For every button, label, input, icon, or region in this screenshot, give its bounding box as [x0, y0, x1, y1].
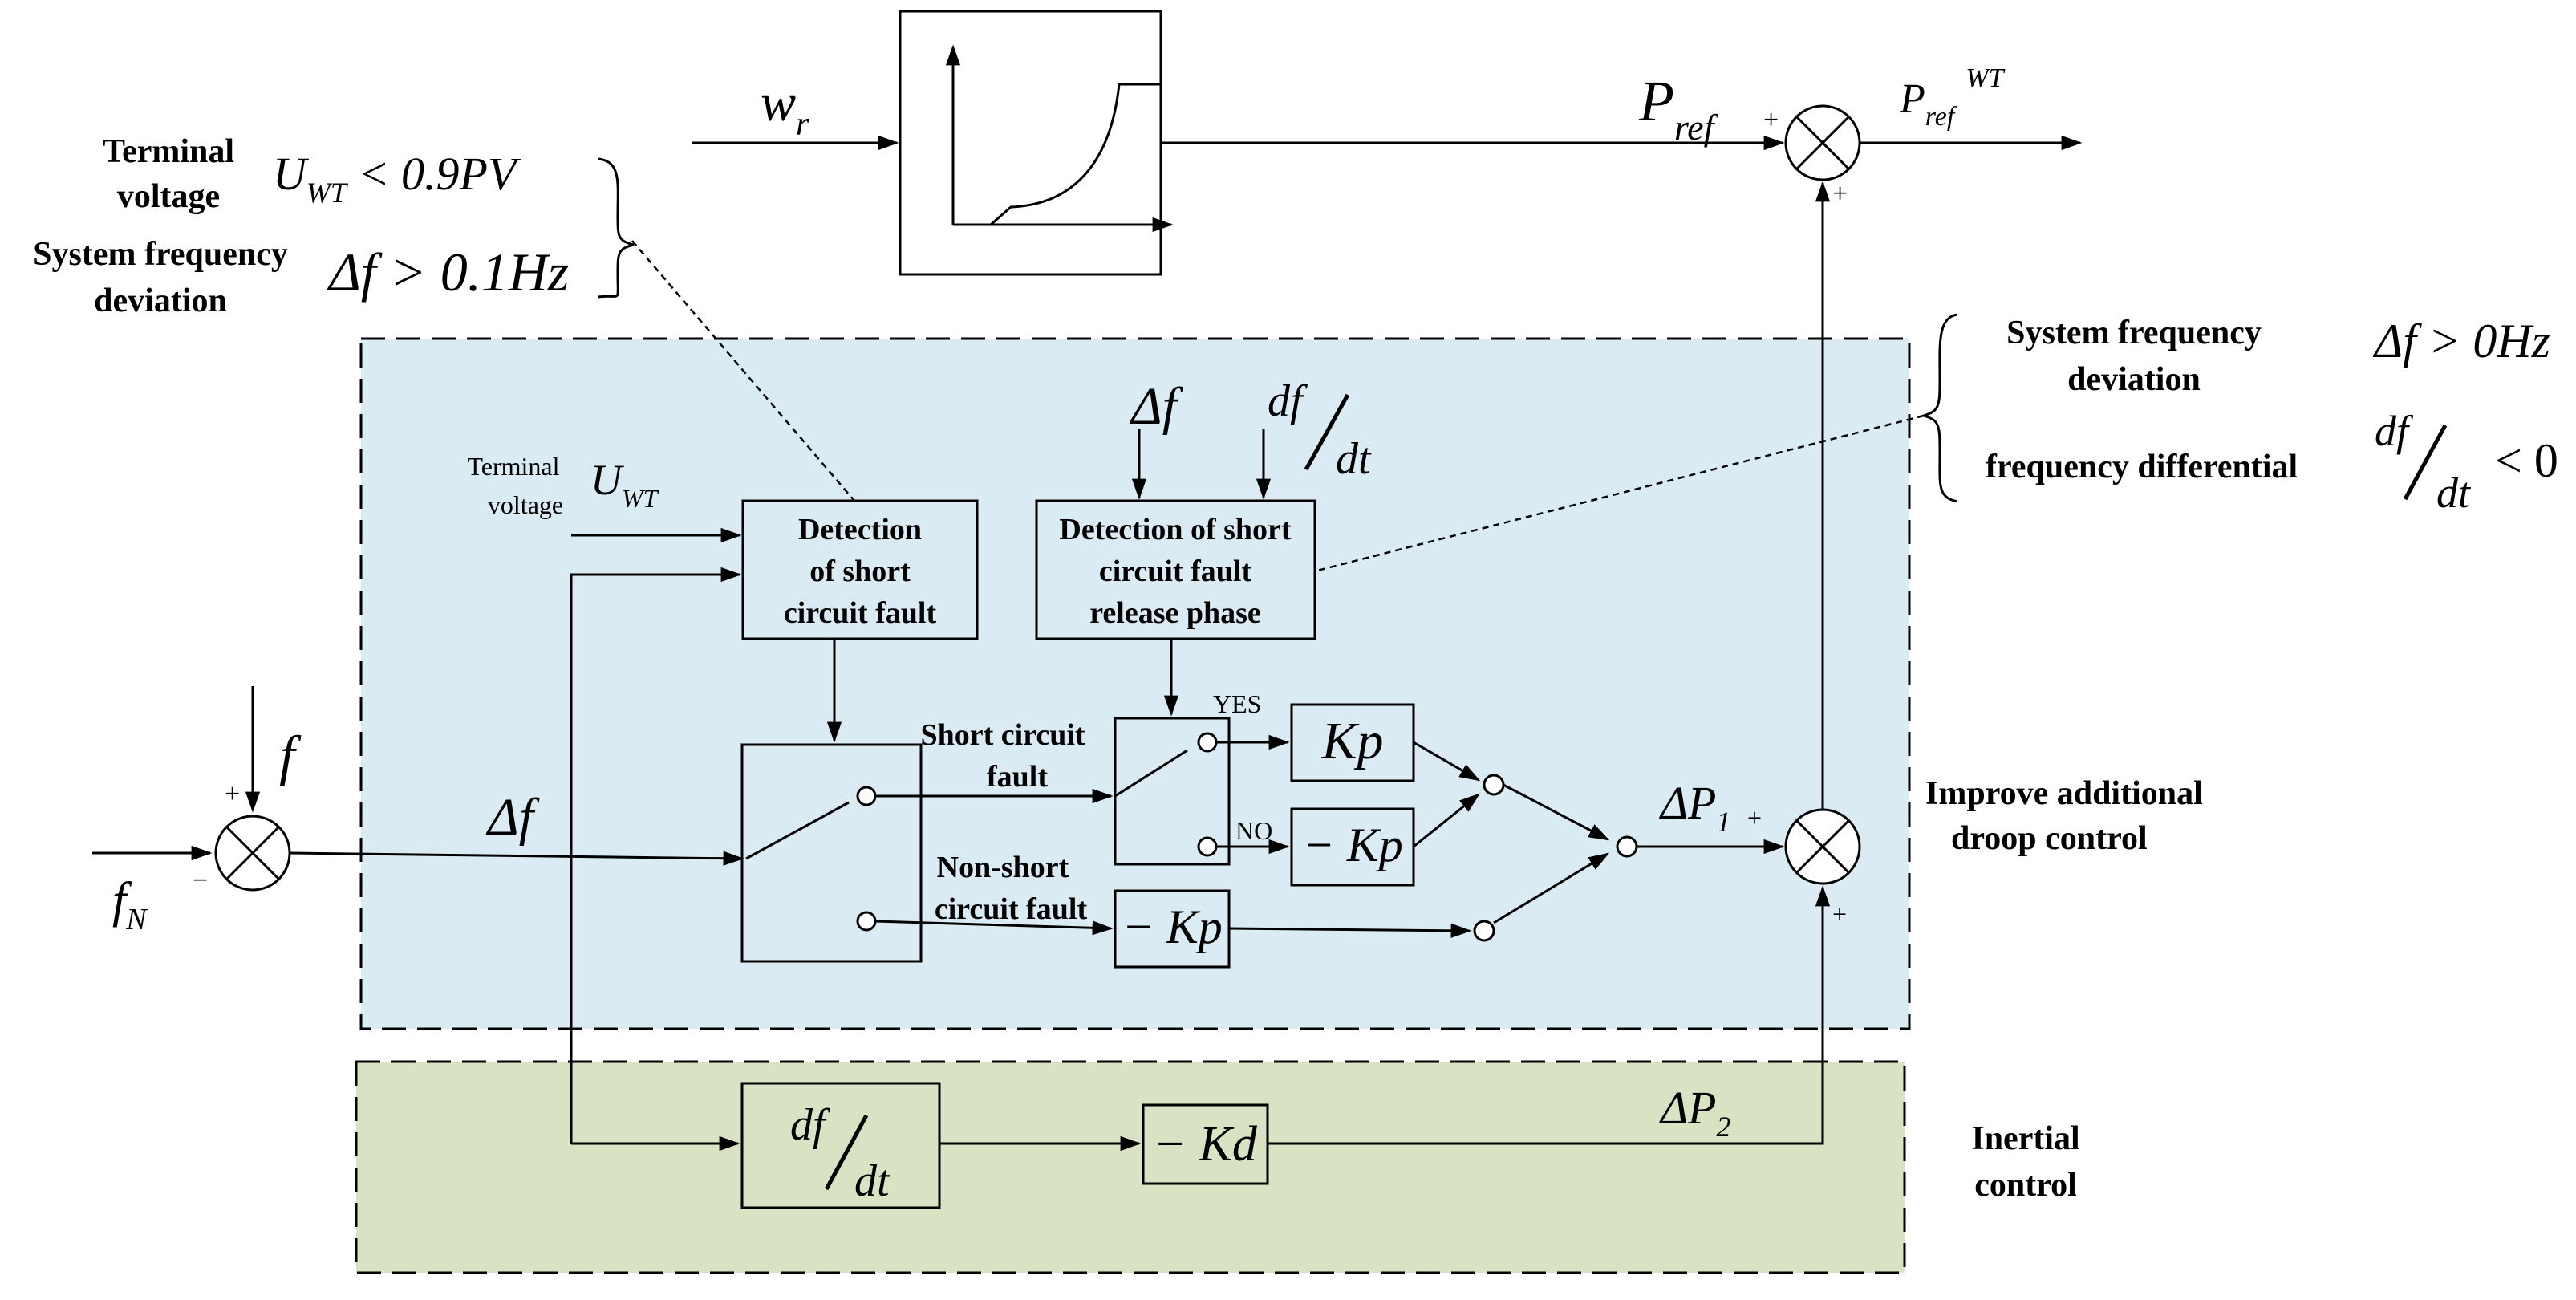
- diagram-label: df: [790, 1100, 831, 1150]
- droop-control: Terminal voltage UWT Detection of short …: [467, 181, 2203, 1144]
- inner-terminal-symbol: UWT: [590, 456, 659, 513]
- neg-kp-text: − Kp: [1302, 819, 1403, 871]
- derivative-block: [740, 1082, 941, 1209]
- freq-differential-label: frequency differential: [1986, 449, 2298, 485]
- delta-f-label: Δf: [485, 788, 540, 847]
- input-fn-label: fN: [112, 873, 148, 936]
- freq-deviation-text-1: System frequency: [33, 236, 288, 273]
- release-delta-f: Δf: [1129, 377, 1183, 436]
- top-plus-left: +: [1763, 105, 1779, 135]
- neg-kd-text: − Kd: [1153, 1117, 1258, 1172]
- left-conditions: Terminal voltage UWT < 0.9PV System freq…: [33, 133, 855, 502]
- diagram-label: Detection: [798, 513, 922, 546]
- diagram-label: release phase: [1089, 596, 1261, 630]
- short-fault-label-2: fault: [987, 760, 1048, 794]
- non-short-label-2: circuit fault: [935, 892, 1088, 926]
- freq-condition-left: Δf > 0.1Hz: [327, 242, 569, 303]
- neg-kp-block: [1290, 807, 1415, 887]
- terminal-voltage-text-2: voltage: [117, 178, 220, 215]
- left-brace: [597, 157, 635, 299]
- inertial-control: df dt − Kd ΔP2 + Inertial control: [571, 885, 2080, 1209]
- no-label: NO: [1235, 816, 1272, 845]
- detect-release-block: [1035, 499, 1316, 640]
- terminal-voltage-text-1: Terminal: [103, 133, 234, 170]
- inner-terminal-text-2: voltage: [488, 490, 563, 519]
- top-plus-bottom: +: [1832, 179, 1848, 209]
- inertial-control-region: [355, 1060, 1906, 1274]
- freq-condition-right: Δf > 0Hz: [2373, 315, 2550, 368]
- pref-label: Pref: [1638, 69, 1719, 148]
- inertial-diff-fraction: df dt: [790, 1100, 890, 1206]
- delta-p1-plus: +: [1747, 803, 1762, 832]
- input-wr-label: wr: [761, 74, 809, 143]
- neg-kp-lower-text: − Kp: [1122, 900, 1223, 953]
- right-freq-deviation-text-1: System frequency: [2006, 315, 2262, 351]
- node-lower-merge: [1473, 920, 1495, 942]
- speed-curve-block: [899, 10, 1162, 276]
- diagram-label: df: [2375, 407, 2414, 455]
- kp-text: Kp: [1320, 712, 1383, 770]
- yes-label: YES: [1213, 689, 1261, 718]
- diagram-label: dt: [1336, 434, 1372, 484]
- short-fault-label-1: Short circuit: [920, 718, 1085, 752]
- speed-curve-icon: [945, 44, 1174, 233]
- diagram-label: df: [1268, 376, 1308, 426]
- input-f-label: f: [279, 725, 302, 787]
- diagram-label: Detection of short: [1059, 513, 1291, 546]
- right-freq-deviation-text-2: deviation: [2067, 361, 2201, 398]
- node-droop-output: [1616, 835, 1638, 858]
- diagram-label: dt: [854, 1156, 890, 1206]
- delta-p1-label: ΔP1: [1659, 777, 1730, 838]
- diagram-label: circuit fault: [1099, 555, 1252, 588]
- terminal-condition: UWT < 0.9PV: [273, 148, 521, 209]
- detect-fault-block: [741, 499, 979, 640]
- diagram-label: circuit fault: [784, 596, 937, 630]
- non-short-label-1: Non-short: [937, 851, 1069, 884]
- right-diff-fraction: df dt < 0: [2375, 407, 2558, 517]
- top-path: wr Pref PrefWT + +: [692, 10, 2083, 276]
- release-diff-fraction: df dt: [1268, 376, 1372, 484]
- left-condition-pointer: [631, 240, 855, 502]
- diagram-label: of short: [809, 555, 911, 588]
- input-plus: +: [225, 779, 240, 809]
- right-brace: [1919, 313, 1958, 503]
- fault-selector-switch: [740, 743, 923, 963]
- inertial-region-label-1: Inertial: [1971, 1120, 2079, 1157]
- inner-terminal-text-1: Terminal: [467, 452, 559, 481]
- droop-control-region: [359, 337, 1911, 1030]
- diagram-label: < 0: [2495, 434, 2558, 487]
- inertial-region-label-2: control: [1974, 1167, 2077, 1204]
- inertial-plus: +: [1832, 900, 1847, 928]
- diagram-label: dt: [2436, 469, 2472, 517]
- droop-region-label-1: Improve additional: [1925, 775, 2203, 812]
- droop-region-label-2: droop control: [1951, 820, 2148, 857]
- input-minus: −: [193, 866, 208, 896]
- pref-wt-output-label: PrefWT: [1899, 63, 2006, 132]
- node-upper-merge: [1483, 774, 1505, 796]
- freq-deviation-text-2: deviation: [94, 282, 227, 319]
- input-stage: f fN + − Δf: [92, 686, 744, 936]
- yes-no-switch: [1114, 717, 1231, 866]
- right-conditions: System frequency deviation Δf > 0Hz freq…: [1313, 313, 2558, 573]
- delta-p2-label: ΔP2: [1659, 1082, 1730, 1143]
